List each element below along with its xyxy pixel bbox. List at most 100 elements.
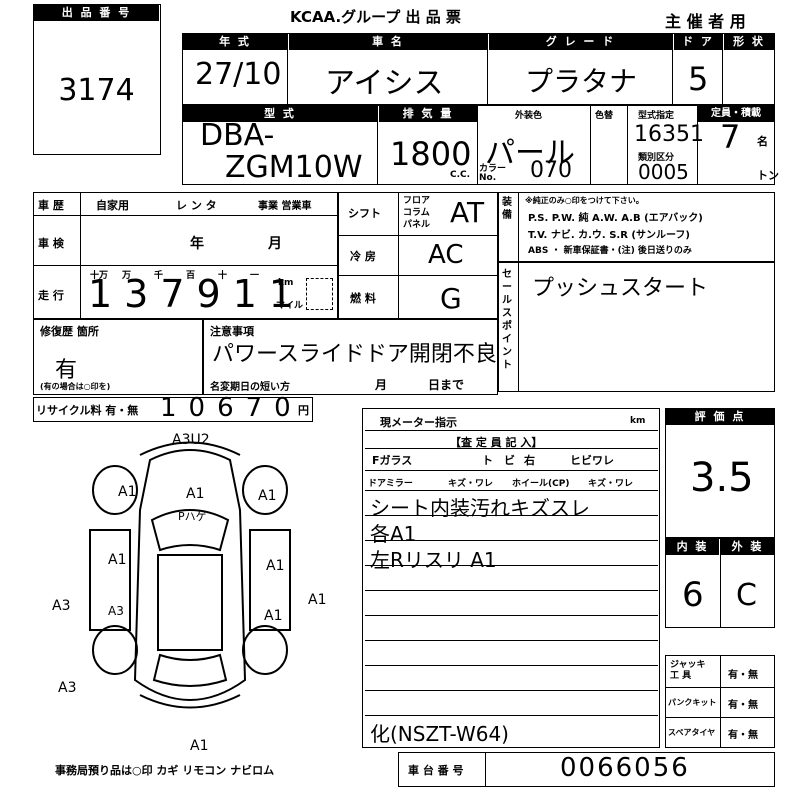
grade-label: グ レ ー ド: [489, 34, 672, 50]
car-name-value: アイシス: [325, 66, 444, 101]
mark-front: A3U2: [172, 432, 210, 448]
mile-checkbox[interactable]: [306, 278, 333, 310]
chassis-line: 化(NSZT-W64): [370, 722, 509, 746]
second-color-label: 色替: [595, 111, 614, 121]
notes-value: パワースライドドア開閉不良: [212, 342, 497, 367]
mirror-label: ドアミラー: [368, 479, 413, 489]
form-title: KCAA.グループ 出 品 票: [290, 6, 461, 27]
jack-label: ジャッキ 工 具: [670, 660, 706, 681]
place-1: 一: [250, 271, 260, 281]
name-change-month: 月: [375, 378, 388, 392]
capacity-unit: 名: [757, 135, 768, 148]
category-value: 0005: [638, 160, 689, 184]
recycle-unit: 円: [298, 404, 309, 417]
mark-left-door: A1: [108, 552, 127, 568]
puncture-opts: 有・無: [728, 700, 758, 711]
car-info-row: [182, 33, 775, 105]
mirror-opts: キズ・ワレ: [448, 479, 494, 489]
wheel-rl: [92, 625, 138, 675]
glass-opt-3: 右: [524, 454, 535, 467]
sales-point-block: [498, 262, 775, 392]
equipment-line2: T.V. ナビ. カ.ウ. S.R (サンルーフ): [528, 230, 690, 241]
shift-opt-floor: フロア: [403, 196, 431, 206]
glass-opt-1: ト: [482, 454, 493, 467]
door-right: [249, 529, 291, 631]
model-value-1: DBA-: [200, 118, 275, 153]
door-label: ド ア: [674, 34, 722, 50]
grade-value: プラタナ: [525, 65, 638, 98]
glass-opt-2: ビ: [504, 454, 515, 467]
roof: [157, 554, 223, 651]
model-label: 型 式: [183, 106, 377, 122]
mark-right-sill: A1: [308, 592, 327, 608]
organizer-label: 主 催 者 用: [665, 12, 746, 31]
equipment-line1: P.S. P.W. 純 A.W. A.B (エアバック): [528, 213, 703, 224]
recycle-block: [33, 397, 313, 422]
vin-value: 0066056: [560, 753, 690, 783]
inspector-block: [362, 408, 660, 748]
lot-number-label: 出 品 番 号: [34, 5, 159, 21]
equipment-note: ※純正のみ○印をつけて下さい。: [525, 196, 644, 205]
ac-value: AC: [428, 240, 464, 270]
mark-left-rear: A3: [108, 604, 124, 618]
wheel-fr: [242, 465, 288, 515]
fuel-value: G: [440, 282, 462, 315]
front-bumper: [139, 441, 241, 456]
history-opt-rental: レ ン タ: [176, 199, 217, 212]
load-unit: トン: [757, 169, 779, 182]
wheel-label: ホイール(CP): [512, 479, 570, 489]
notes-label: 注意事項: [210, 325, 254, 338]
type-designation: 16351: [634, 122, 704, 147]
year-label: 年 式: [183, 34, 287, 50]
inspection-label: 車 検: [38, 237, 64, 250]
glass-opt-4: ヒビワレ: [570, 454, 614, 467]
displacement-label: 排 気 量: [379, 106, 477, 122]
mark-left-sill: A3: [52, 598, 71, 614]
mark-rear: A1: [190, 738, 209, 754]
door-value: 5: [688, 60, 709, 98]
shift-opt-column: コラム: [403, 208, 430, 218]
mileage-unit-km: km: [278, 278, 294, 288]
mileage-value: 137911: [88, 272, 306, 316]
place-10k: 万: [122, 271, 132, 281]
lot-number: 3174: [58, 73, 135, 108]
rear-bumper: [139, 694, 241, 709]
mark-right-door: A1: [266, 558, 285, 574]
repair-label: 修復歴 箇所: [40, 325, 99, 338]
comment-line-2: 各A1: [370, 522, 417, 546]
place-1k: 千: [154, 271, 164, 281]
exterior-value: C: [736, 578, 757, 613]
lot-number-box: 出 品 番 号 3174: [33, 4, 161, 155]
repair-block: [33, 319, 203, 395]
exterior-label: 外 装: [721, 539, 774, 555]
shift-value: AT: [450, 196, 485, 229]
type-designation-label: 型式指定: [638, 111, 675, 121]
ac-label: 冷 房: [350, 250, 376, 263]
door-left: [89, 529, 131, 631]
model-info-row: [182, 105, 775, 185]
name-change-day: 日まで: [428, 378, 465, 392]
rear-window: [152, 653, 228, 687]
evaluation-score: 3.5: [690, 455, 754, 501]
mark-right-rear: A1: [264, 608, 283, 624]
mileage-unit-mile: マイル: [276, 301, 304, 311]
repair-value: 有: [55, 358, 78, 383]
color-code: 070: [530, 158, 572, 183]
specs-block: [338, 192, 498, 319]
name-change-label: 名変期日の短い方: [210, 382, 290, 393]
interior-label: 内 装: [666, 539, 719, 555]
capacity-value: 7: [720, 118, 741, 156]
meter-label: 現メーター指示: [380, 416, 457, 429]
history-block: [33, 192, 338, 319]
displacement-value: 1800: [390, 135, 472, 173]
glass-label: Fガラス: [372, 454, 413, 467]
car-body-outline: [133, 449, 247, 701]
recycle-label: リサイクル料 有・無: [36, 404, 139, 417]
wheel-fl: [92, 465, 138, 515]
history-opt-business: 事業 営業車: [258, 201, 312, 212]
inspection-month: 月: [268, 236, 282, 252]
jack-opts: 有・無: [728, 670, 758, 681]
sales-point-label: セールスポイント: [502, 269, 512, 371]
comment-label: 【査 定 員 記 入】: [450, 436, 543, 449]
repair-note: (有の場合は○印を): [40, 382, 111, 391]
